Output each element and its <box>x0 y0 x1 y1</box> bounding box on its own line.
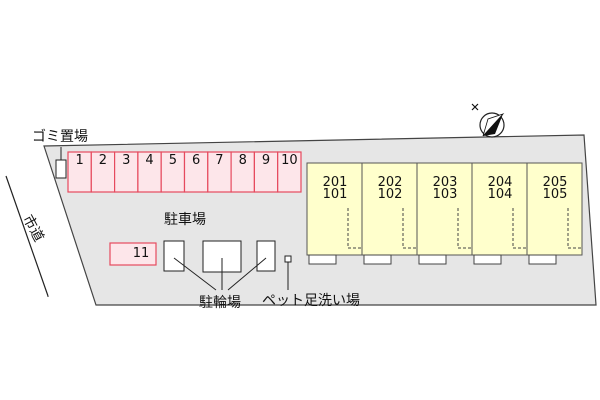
parking-slot-label: 5 <box>168 153 177 168</box>
unit-block-102 <box>361 162 418 256</box>
bicycle-box-3 <box>256 240 276 272</box>
parking-slot-label: 9 <box>261 153 271 168</box>
parking-slot-11-label: 11 <box>132 246 150 261</box>
bicycle-box-1 <box>163 240 185 272</box>
parking-label: 駐車場 <box>164 212 206 228</box>
unit-number-upper: 201 <box>322 175 348 190</box>
unit-number-upper: 203 <box>432 175 458 190</box>
stair-outline <box>457 208 472 249</box>
unit-meter-box <box>308 254 337 265</box>
unit-meter-box <box>528 254 557 265</box>
unit-meter-box <box>363 254 392 265</box>
unit-number-lower: 105 <box>542 187 568 202</box>
parking-slot-label: 2 <box>98 153 108 168</box>
unit-number-upper: 202 <box>377 175 403 190</box>
unit-number-lower: 102 <box>377 187 403 202</box>
unit-number-lower: 101 <box>322 187 348 202</box>
unit-number-upper: 205 <box>542 175 568 190</box>
parking-slot-label: 7 <box>215 153 224 168</box>
unit-meter-box <box>418 254 447 265</box>
parking-slot-label: 4 <box>145 153 154 168</box>
road-edge-line <box>5 175 49 297</box>
unit-number-lower: 104 <box>487 187 513 202</box>
stair-outline <box>512 208 527 249</box>
parking-slot-label: 6 <box>192 153 201 168</box>
parking-slot-label: 10 <box>281 153 298 168</box>
stair-outline <box>402 208 417 249</box>
north-arrow-icon <box>471 103 505 138</box>
apartment-units <box>306 162 583 265</box>
garbage-area-label: ゴミ置場 <box>32 129 88 145</box>
bicycle-leader-1 <box>173 257 217 291</box>
parking-slot-10 <box>277 151 302 193</box>
unit-meter-box <box>473 254 502 265</box>
stair-outline <box>567 208 582 249</box>
parking-slots <box>67 151 302 193</box>
unit-number-lower: 103 <box>432 187 458 202</box>
parking-slot-label: 1 <box>75 153 84 168</box>
pet-wash-box <box>284 255 292 263</box>
bicycle-parking-label: 駐輪場 <box>199 295 241 311</box>
stair-outline <box>347 208 362 249</box>
unit-block-105 <box>526 162 583 256</box>
garbage-area-box <box>55 159 67 179</box>
unit-block-104 <box>471 162 528 256</box>
parking-slot-label: 8 <box>238 153 247 168</box>
bicycle-leader-3 <box>227 257 267 291</box>
unit-number-upper: 204 <box>487 175 513 190</box>
parking-slot-11 <box>109 242 157 266</box>
pet-wash-label: ペット足洗い場 <box>262 293 360 309</box>
parking-slot-label: 3 <box>122 153 131 168</box>
unit-block-101 <box>306 162 363 256</box>
